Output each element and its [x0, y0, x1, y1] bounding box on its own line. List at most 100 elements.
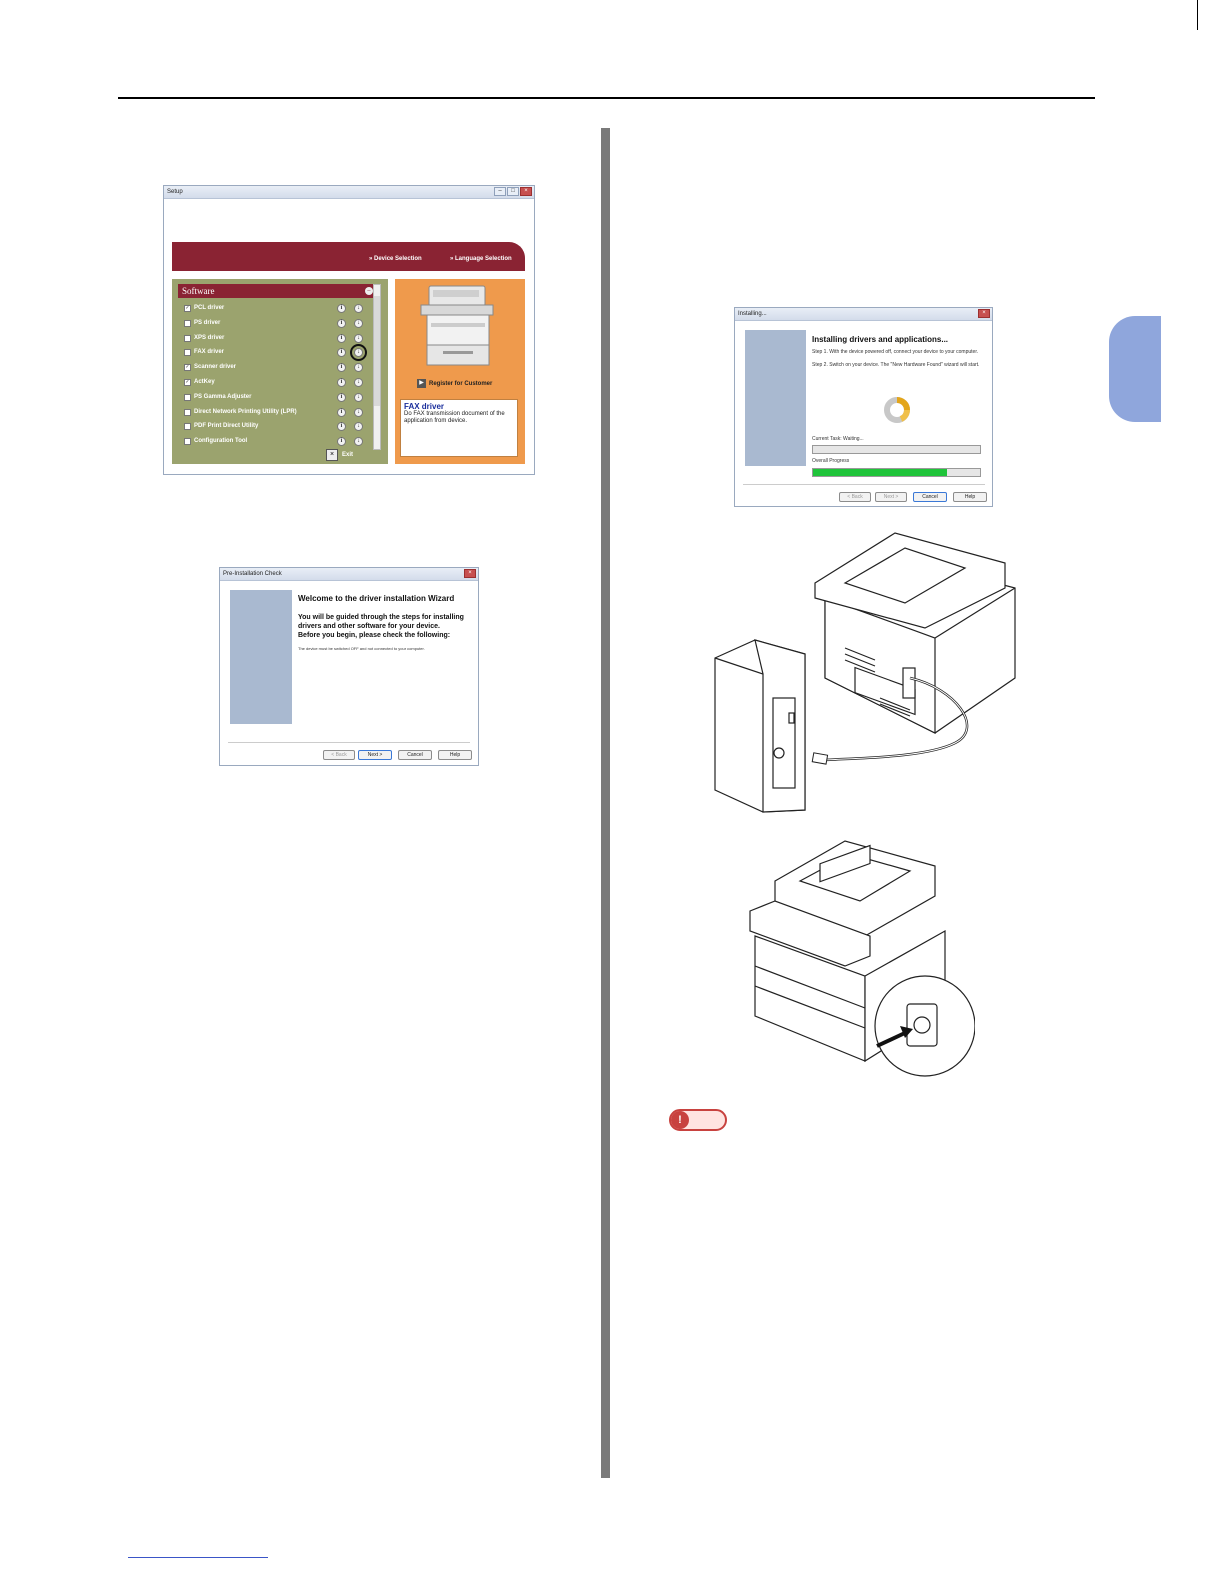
software-header: Software − [178, 284, 376, 298]
cancel-button[interactable]: Cancel [398, 750, 432, 760]
installing-heading: Installing drivers and applications... [812, 335, 949, 344]
software-item-label: PS driver [194, 319, 221, 326]
help-button[interactable]: Help [953, 492, 987, 502]
chapter-tab [1109, 316, 1161, 422]
column-divider [601, 128, 610, 1478]
software-item[interactable]: PS Gamma Adjuster i ↓ [184, 390, 374, 404]
software-item-label: PS Gamma Adjuster [194, 393, 252, 400]
loading-spinner-icon [884, 397, 910, 423]
nav-device-selection[interactable]: » Device Selection [369, 256, 422, 262]
install-icon[interactable]: ↓ [354, 304, 363, 313]
checkbox[interactable]: ✓ [184, 379, 191, 386]
software-item[interactable]: FAX driver i ↓ [184, 344, 374, 362]
install-icon[interactable]: ↓ [354, 392, 363, 402]
software-item-label: Direct Network Printing Utility (LPR) [194, 408, 297, 415]
checkbox[interactable]: ✓ [184, 305, 191, 312]
software-item[interactable]: ✓Scanner driver i ↓ [184, 360, 374, 374]
software-item-label: ActKey [194, 379, 215, 385]
next-button[interactable]: Next > [875, 492, 907, 502]
software-item[interactable]: ✓ActKey i ↓ [184, 375, 374, 389]
back-button[interactable]: < Back [323, 750, 355, 760]
collapse-icon[interactable]: − [365, 287, 373, 295]
overall-progress-fill [813, 469, 947, 476]
minimize-icon[interactable]: – [494, 187, 506, 196]
checkbox[interactable]: ✓ [184, 364, 191, 372]
checkbox[interactable] [184, 408, 191, 416]
current-task-label: Current Task: Waiting... [812, 436, 864, 442]
install-icon[interactable]: ↓ [350, 344, 367, 362]
install-icon[interactable]: ↓ [354, 437, 363, 447]
software-item[interactable]: PDF Print Direct Utility i ↓ [184, 419, 374, 433]
close-icon[interactable]: × [520, 187, 532, 196]
wizard-side-image [230, 590, 292, 724]
maximize-icon[interactable]: □ [507, 187, 519, 196]
info-icon[interactable]: i [337, 318, 346, 328]
scrollbar-thumb[interactable] [374, 296, 380, 406]
printer-image [420, 285, 494, 366]
description-text: Do FAX transmission document of the appl… [404, 411, 505, 424]
setup-window: Setup – □ × » Device Selection » Languag… [163, 185, 535, 475]
install-icon[interactable]: ↓ [354, 378, 363, 387]
info-icon[interactable]: i [337, 437, 346, 447]
checkbox[interactable] [184, 438, 191, 446]
install-icon[interactable]: ↓ [354, 363, 363, 373]
help-button[interactable]: Help [438, 750, 472, 760]
preinstall-content: Welcome to the driver installation Wizar… [298, 594, 470, 651]
software-item[interactable]: PS driver i ↓ [184, 316, 374, 330]
info-icon[interactable]: i [337, 333, 346, 343]
power-switch-illustration [749, 840, 975, 1077]
button-separator [743, 484, 985, 485]
preinstall-titlebar: Pre-Installation Check × [220, 568, 478, 581]
installing-step2: Step 2. Switch on your device. The "New … [812, 362, 980, 368]
close-icon[interactable]: × [978, 309, 990, 318]
checkbox[interactable] [184, 393, 191, 401]
register-link[interactable]: Register for Customer [429, 381, 493, 387]
exit-button[interactable]: × [326, 449, 338, 461]
back-button[interactable]: < Back [839, 492, 871, 502]
installing-step1: Step 1. With the device powered off, con… [812, 349, 979, 355]
software-item-label: PDF Print Direct Utility [194, 423, 259, 430]
info-icon[interactable]: i [337, 348, 346, 358]
checkbox[interactable] [184, 423, 191, 431]
button-separator [228, 742, 470, 743]
install-icon[interactable]: ↓ [354, 318, 363, 328]
checkbox[interactable] [184, 334, 191, 342]
software-item-label: Scanner driver [194, 364, 237, 371]
checkbox[interactable] [184, 349, 191, 357]
info-icon[interactable]: i [337, 407, 346, 417]
info-icon[interactable]: i [337, 363, 346, 373]
checkbox[interactable] [184, 319, 191, 327]
overall-progress-label: Overall Progress [812, 458, 850, 464]
exclamation-icon: ! [671, 1111, 689, 1129]
installing-titlebar: Installing... × [735, 308, 992, 321]
preinstall-paragraph1: You will be guided through the steps for… [298, 614, 464, 630]
crop-mark [1197, 0, 1198, 30]
software-item-label: FAX driver [194, 349, 225, 356]
info-icon[interactable]: i [337, 392, 346, 402]
software-item-label: Configuration Tool [194, 438, 248, 445]
installing-window: Installing... × Installing drivers and a… [734, 307, 993, 507]
overall-progress-bar [812, 468, 981, 477]
current-task-progress [812, 445, 981, 454]
install-icon[interactable]: ↓ [354, 422, 363, 432]
cancel-button[interactable]: Cancel [913, 492, 947, 502]
software-item[interactable]: ✓PCL driver i ↓ [184, 301, 374, 315]
info-icon[interactable]: i [337, 304, 346, 313]
info-icon[interactable]: i [337, 378, 346, 387]
footer-link-underline [128, 1557, 268, 1558]
installing-content: Installing drivers and applications... S… [812, 335, 984, 368]
nav-language-selection[interactable]: » Language Selection [450, 256, 512, 262]
setup-window-title: Setup [167, 189, 183, 195]
register-icon[interactable]: ▶ [417, 379, 426, 388]
close-icon[interactable]: × [464, 569, 476, 578]
install-icon[interactable]: ↓ [354, 333, 363, 343]
install-icon[interactable]: ↓ [354, 407, 363, 417]
wizard-side-image [745, 330, 806, 466]
preinstall-paragraph2: Before you begin, please check the follo… [298, 632, 451, 639]
info-icon[interactable]: i [337, 422, 346, 432]
next-button[interactable]: Next > [358, 750, 392, 760]
software-item[interactable]: Configuration Tool i ↓ [184, 434, 374, 448]
software-item-label: PCL driver [194, 305, 225, 311]
software-item[interactable]: Direct Network Printing Utility (LPR) i ↓ [184, 405, 374, 419]
